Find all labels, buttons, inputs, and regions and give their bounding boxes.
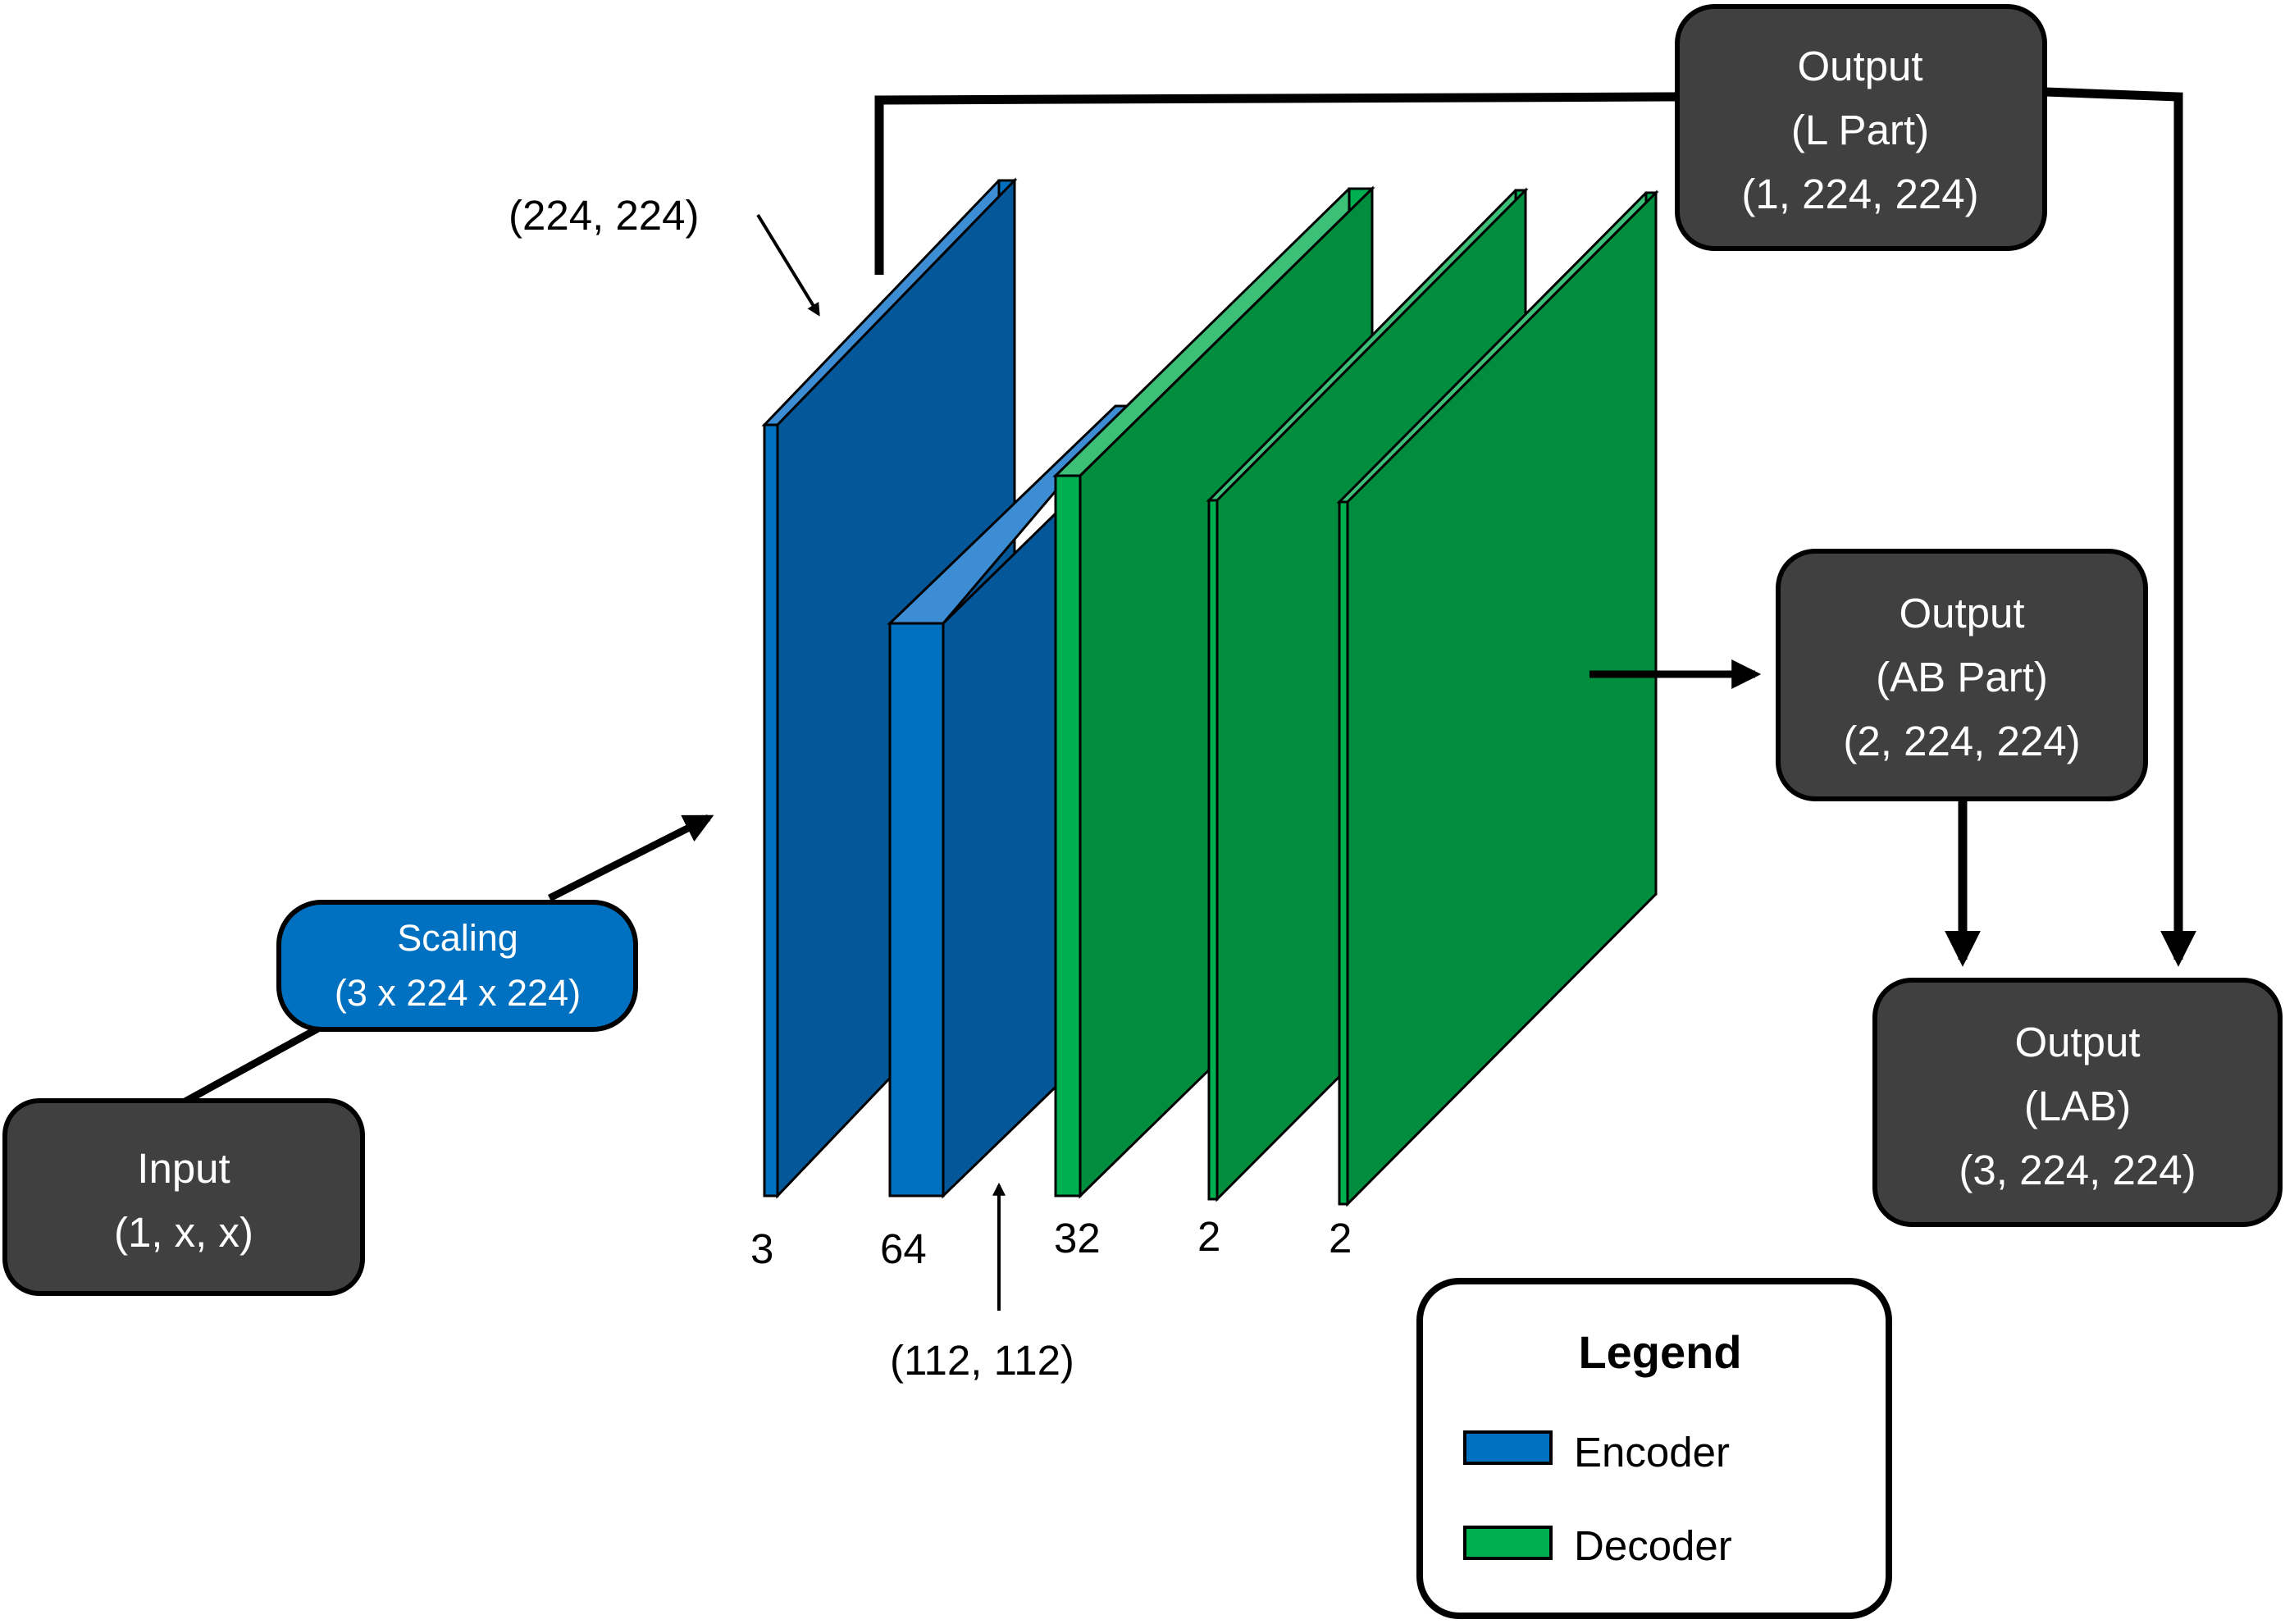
decoder-layer-3 xyxy=(1336,189,1659,1207)
output-ab-part: (AB Part) xyxy=(1876,654,2048,700)
output-ab-box: Output (AB Part) (2, 224, 224) xyxy=(1776,549,2148,801)
l-part-connector-line xyxy=(874,92,1679,275)
output-ab-box-shape xyxy=(1776,549,2148,801)
encoder-layer-1-edge xyxy=(763,423,779,1197)
legend-decoder-label: Decoder xyxy=(1574,1522,1732,1569)
layer-2-channels: 64 xyxy=(880,1225,927,1272)
output-l-box: Output (L Part) (1, 224, 224) xyxy=(1675,4,2047,251)
legend-encoder-label: Encoder xyxy=(1574,1429,1730,1476)
decoder-layer-3-edge xyxy=(1338,500,1349,1206)
input-title: Input xyxy=(137,1145,230,1192)
scaling-to-network-arrow xyxy=(547,814,714,902)
input-to-scaling-line xyxy=(180,1022,326,1106)
output-ab-shape: (2, 224, 224) xyxy=(1843,718,2080,764)
output-l-title: Output xyxy=(1797,43,1922,89)
layer-5-channels: 2 xyxy=(1329,1215,1352,1261)
output-lab-title: Output xyxy=(2014,1019,2140,1065)
output-lab-box: Output (LAB) (3, 224, 224) xyxy=(1872,978,2283,1227)
output-lab-part: (LAB) xyxy=(2024,1083,2131,1129)
input-box: Input (1, x, x) xyxy=(2,1098,365,1296)
top-dim-arrow xyxy=(756,213,820,317)
encoder-layer-2-edge xyxy=(888,622,945,1197)
bottom-dim-label: (112, 112) xyxy=(890,1337,1074,1384)
layer-1-channels: 3 xyxy=(750,1225,773,1272)
legend-encoder-swatch xyxy=(1463,1430,1553,1465)
scaling-title: Scaling xyxy=(397,917,518,959)
output-l-part: (L Part) xyxy=(1791,107,1929,153)
scaling-shape: (3 x 224 x 224) xyxy=(335,972,581,1014)
decoder-layer-2-edge xyxy=(1207,499,1219,1201)
scaling-box-shape xyxy=(276,900,638,1032)
input-box-shape xyxy=(2,1098,365,1296)
layer-4-channels: 2 xyxy=(1197,1213,1220,1260)
legend-title: Legend xyxy=(1578,1326,1741,1378)
layer-3-channels: 32 xyxy=(1054,1215,1101,1261)
output-ab-title: Output xyxy=(1899,590,2024,636)
output-l-box-shape xyxy=(1675,4,2047,251)
decoder-layer-1-edge xyxy=(1054,474,1082,1197)
top-dim-label: (224, 224) xyxy=(509,192,700,239)
output-lab-box-shape xyxy=(1872,978,2283,1227)
scaling-box: Scaling (3 x 224 x 224) xyxy=(276,900,638,1032)
legend-decoder-swatch xyxy=(1463,1526,1553,1560)
legend: Legend Encoder Decoder xyxy=(1416,1278,1892,1619)
output-lab-shape: (3, 224, 224) xyxy=(1959,1147,2196,1193)
l-to-lab-arrow xyxy=(2045,87,2196,967)
input-shape: (1, x, x) xyxy=(114,1209,253,1256)
output-l-shape: (1, 224, 224) xyxy=(1741,171,1978,217)
